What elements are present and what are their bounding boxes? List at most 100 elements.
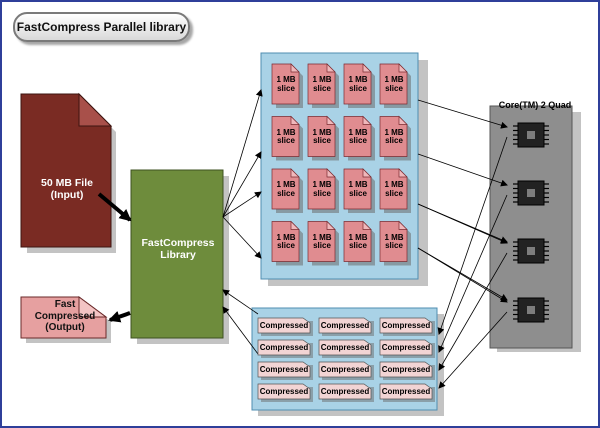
slice-label-line2: slice (385, 136, 403, 146)
slice-card-fold (290, 168, 300, 178)
compressed-card-label: Compressed (320, 387, 370, 396)
output-file-fold (78, 296, 108, 318)
compressed-card (379, 383, 433, 400)
library-label: FastCompress Library (132, 237, 224, 261)
cpu-label: Core(TM) 2 Quad (498, 100, 572, 110)
arrow-slices-to-core-extra-1 (417, 203, 508, 243)
compressed-card (318, 383, 372, 400)
output-file-label: Fast Compressed (Output) (19, 299, 111, 334)
arrow-library-to-slices-2 (222, 151, 262, 218)
compressed-card (379, 317, 433, 334)
slice-card (379, 168, 408, 210)
compressed-card-label: Compressed (259, 365, 309, 374)
slice-label-line2: slice (385, 188, 403, 198)
output-file-label-line3: (Output) (45, 322, 85, 333)
slice-label-line1: 1 MB (276, 180, 296, 189)
slice-label-line2: slice (313, 241, 331, 251)
compressed-card (379, 339, 433, 356)
slice-label-line1: 1 MB (348, 232, 368, 242)
arrow-core-to-compressed-4 (438, 311, 508, 389)
arrow-core-to-compressed-2 (438, 194, 508, 353)
slice-card (307, 116, 336, 157)
slice-card-fold (290, 63, 300, 73)
slice-label-line1: 1 MB (384, 232, 404, 242)
library-block (130, 169, 224, 339)
slice-label-line2: slice (277, 83, 295, 93)
arrow-library-to-slices-3 (222, 191, 262, 218)
compressed-card (318, 361, 372, 378)
slice-card (307, 221, 336, 262)
slice-card-fold (290, 220, 300, 230)
compressed-card (318, 317, 372, 334)
input-file-label-line1: 50 MB File (41, 177, 93, 189)
slice-label-line1: 1 MB (276, 232, 296, 242)
cpu-core-die (527, 306, 535, 314)
compressed-card (379, 361, 433, 378)
slice-label-line2: slice (385, 83, 403, 93)
slice-label-line2: slice (277, 136, 295, 146)
slice-label-line2: slice (277, 188, 295, 198)
input-file-shape (20, 93, 112, 248)
slice-card-fold (362, 63, 372, 73)
slice-label-line2: slice (349, 83, 367, 93)
input-file-label: 50 MB File (Input) (22, 177, 112, 201)
compressed-card (257, 383, 311, 400)
slice-label-line1: 1 MB (384, 180, 404, 189)
slice-card (343, 221, 372, 262)
slice-card (379, 63, 408, 105)
cpu-core-die (527, 189, 535, 197)
compressed-card-label: Compressed (259, 321, 309, 330)
arrow-compressed-to-library-2 (222, 306, 259, 355)
slice-label-line2: slice (349, 188, 367, 198)
slice-card (343, 116, 372, 157)
slice-label-line1: 1 MB (384, 75, 404, 84)
output-file-label-line1: Fast (54, 299, 76, 310)
slice-label-line1: 1 MB (312, 75, 332, 84)
compressed-card-label: Compressed (381, 387, 431, 396)
slice-card (343, 168, 372, 210)
arrow-core-to-compressed-1 (437, 136, 508, 335)
slice-card-fold (398, 168, 408, 178)
slice-label-line2: slice (313, 136, 331, 146)
slice-label-line1: 1 MB (312, 180, 332, 189)
slice-card-fold (398, 220, 408, 230)
compressed-card-label: Compressed (381, 365, 431, 374)
slice-label-line2: slice (385, 241, 403, 251)
slice-card (379, 221, 408, 262)
compressed-card-label: Compressed (381, 343, 431, 352)
slice-label-line2: slice (349, 136, 367, 146)
slice-label-line1: 1 MB (276, 75, 296, 84)
slice-card (271, 116, 300, 157)
cpu-core-die (527, 131, 535, 139)
arrow-slices-to-core-extra-2 (417, 247, 508, 301)
cpu-core-die (527, 247, 535, 255)
compressed-card-label: Compressed (320, 343, 370, 352)
slice-card-fold (398, 115, 408, 125)
compressed-card-label: Compressed (320, 365, 370, 374)
input-file-fold (78, 92, 113, 127)
slice-label-line1: 1 MB (312, 127, 332, 137)
slice-card (271, 63, 300, 105)
compressed-card-label: Compressed (320, 321, 370, 330)
slice-label-line1: 1 MB (348, 127, 368, 137)
slice-card-fold (326, 220, 336, 230)
library-label-line1: FastCompress (141, 237, 215, 249)
compressed-card (318, 339, 372, 356)
arrow-core-to-compressed-3 (438, 252, 508, 371)
slice-card (271, 221, 300, 262)
arrow-library-to-slices-1 (222, 89, 263, 218)
slice-card-fold (362, 115, 372, 125)
